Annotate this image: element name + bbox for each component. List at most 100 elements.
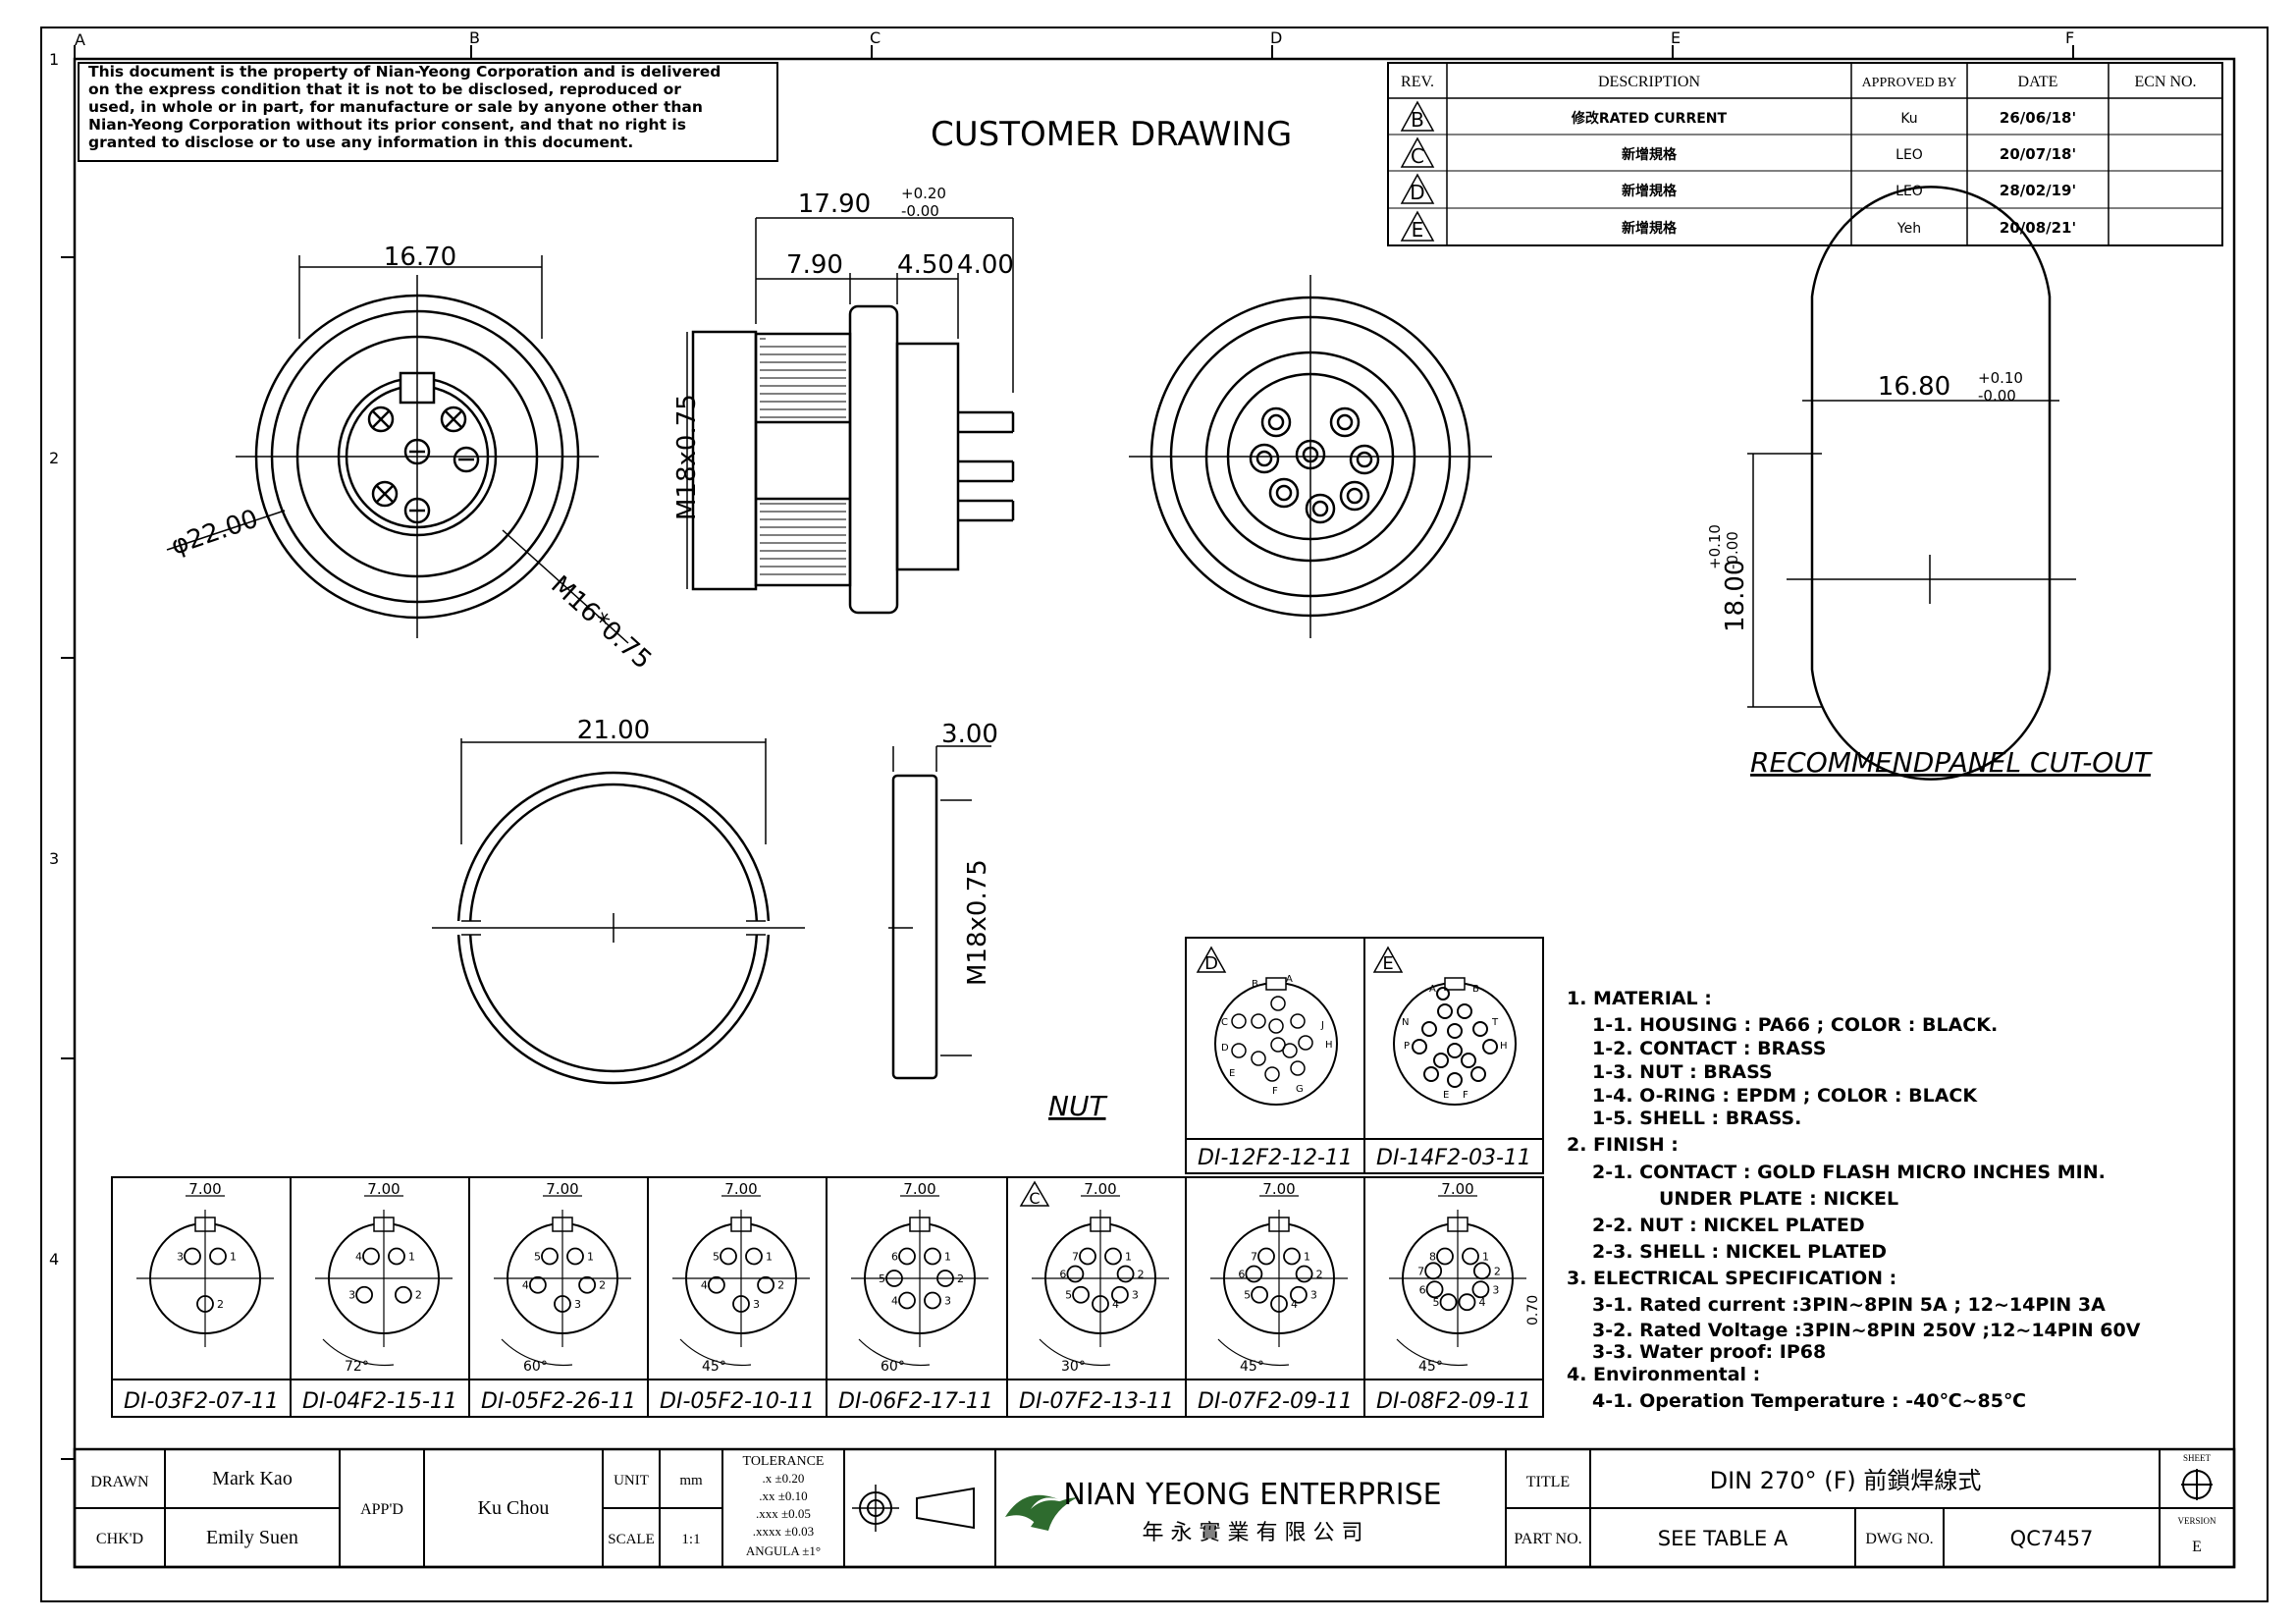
approved-by: Ku Chou <box>478 1497 550 1519</box>
note-line: 3. ELECTRICAL SPECIFICATION : <box>1567 1268 1896 1289</box>
rev-header-description: DESCRIPTION <box>1598 74 1700 90</box>
pin <box>1116 1265 1135 1283</box>
pin <box>528 1275 547 1294</box>
pinout-part-number: DI-07F2-09-11 <box>1198 1389 1353 1414</box>
rev-date: 20/07/18' <box>2000 145 2076 163</box>
pin <box>1439 1293 1458 1312</box>
pinout-12pin: D C B J H D E F G A DI-12F2-12-11 <box>1196 946 1353 1170</box>
pin-number: 6 <box>1238 1268 1245 1280</box>
pinout-angle: 72° <box>345 1359 369 1375</box>
angle-arc <box>1396 1338 1468 1367</box>
tolerance-title: TOLERANCE <box>743 1454 825 1469</box>
rev-description: 新增規格 <box>1622 183 1678 199</box>
upper-pinout-table <box>1185 937 1544 1174</box>
pin <box>1066 1265 1085 1283</box>
rev-row-d: D 新增規格 LEO 28/02/19' <box>1400 173 2076 204</box>
dim-tail-length: 4.00 <box>957 250 1014 280</box>
dim-front-width: 16.70 <box>384 243 456 272</box>
pin-number: 5 <box>1065 1289 1072 1302</box>
title-label: TITLE <box>1526 1474 1570 1490</box>
projection-symbol <box>852 1485 975 1532</box>
pinout-extra-dim: 0.70 <box>1525 1295 1541 1325</box>
pin <box>1079 1247 1096 1266</box>
pin-number: 2 <box>777 1279 784 1292</box>
zone-markers <box>61 45 2074 1460</box>
pin-number: 3 <box>574 1298 581 1311</box>
company-name-cn: 年 永 實 業 有 限 公 司 <box>1143 1521 1363 1545</box>
pin-number: 5 <box>1244 1289 1251 1302</box>
pin <box>1471 1280 1490 1299</box>
rev-row-c: C 新增規格 LEO 20/07/18' <box>1400 136 2076 168</box>
drawing-title-value: DIN 270° (F) 前鎖焊線式 <box>1710 1467 1982 1494</box>
side-view <box>686 217 1015 615</box>
pin-number: 8 <box>1429 1250 1436 1263</box>
pin-number: 1 <box>944 1250 951 1263</box>
pin-letter-g: G <box>1296 1084 1304 1095</box>
pin-number: 6 <box>1059 1268 1066 1280</box>
panel-cutout <box>1747 186 2076 781</box>
pin-letter-h: H <box>1325 1040 1333 1051</box>
zone-letter-b: B <box>469 28 480 47</box>
pinout-cells: 7.00123DI-03F2-07-117.00123472°DI-04F2-1… <box>124 1180 1541 1414</box>
rev-approver: Yeh <box>1896 221 1921 237</box>
notice-line-4: Nian-Yeong Corporation without its prior… <box>88 116 686 134</box>
tolerance-line: .x ±0.20 <box>763 1471 805 1486</box>
tolerance-line: .xx ±0.10 <box>759 1488 807 1503</box>
pinout-dim: 7.00 <box>188 1180 221 1198</box>
pin-letter-t: T <box>1491 1017 1499 1028</box>
rev-letter: D <box>1410 181 1424 204</box>
pin-number: 4 <box>1478 1296 1485 1309</box>
front-view <box>166 255 629 644</box>
angle-arc <box>501 1338 573 1367</box>
pin <box>898 1291 916 1310</box>
pin-number: 4 <box>1291 1298 1298 1311</box>
note-line: 1-3. NUT : BRASS <box>1592 1061 1773 1083</box>
angle-arc <box>679 1338 752 1367</box>
pin <box>1436 1247 1454 1266</box>
dim-cutout-width-tol-plus: +0.10 <box>1978 369 2023 387</box>
notice-line-3: used, in whole or in part, for manufactu… <box>88 98 703 116</box>
pin-number: 4 <box>1112 1298 1119 1311</box>
part-no-value: SEE TABLE A <box>1658 1527 1789 1550</box>
pinout-angle: 60° <box>881 1359 905 1375</box>
pin <box>757 1275 775 1294</box>
pin-letter-h: H <box>1500 1041 1508 1052</box>
zone-number-3: 3 <box>49 849 59 868</box>
note-line: 2-3. SHELL : NICKEL PLATED <box>1592 1241 1887 1263</box>
zone-letter-c: C <box>870 28 881 47</box>
pin-number: 1 <box>766 1250 773 1263</box>
pin <box>388 1247 405 1266</box>
unit-value: mm <box>679 1473 703 1488</box>
rev-letter: D <box>1204 953 1218 974</box>
note-line: 4. Environmental : <box>1567 1364 1760 1385</box>
pin <box>184 1247 201 1266</box>
note-line: 1-2. CONTACT : BRASS <box>1592 1038 1826 1059</box>
drawn-by: Mark Kao <box>212 1468 293 1489</box>
tolerance-line: .xxx ±0.05 <box>756 1506 811 1521</box>
scale-value: 1:1 <box>681 1532 700 1547</box>
rev-header-rev: REV. <box>1401 74 1434 90</box>
pin <box>1283 1247 1301 1266</box>
pin-number: 3 <box>944 1295 951 1308</box>
pinout-dim: 7.00 <box>724 1180 757 1198</box>
pin <box>924 1247 941 1266</box>
pin <box>541 1247 559 1266</box>
pinout-part-12: DI-12F2-12-11 <box>1198 1146 1353 1170</box>
dim-overall-tol-plus: +0.20 <box>901 185 946 202</box>
pin-letter-n: N <box>1402 1017 1409 1028</box>
pin-number: 2 <box>1494 1265 1501 1277</box>
rev-letter: E <box>1412 218 1424 242</box>
note-line: 1-5. SHELL : BRASS. <box>1592 1108 1801 1129</box>
pinout-angle: 30° <box>1061 1359 1086 1375</box>
angle-arc <box>858 1338 931 1367</box>
rev-header-approved: APPROVED BY <box>1862 76 1957 90</box>
pin-number: 5 <box>713 1250 720 1263</box>
pin-number: 3 <box>753 1298 760 1311</box>
dim-outer-diameter: φ22.00 <box>168 504 262 561</box>
pin-letter-c: C <box>1221 1017 1228 1028</box>
pin <box>196 1295 214 1313</box>
dim-cutout-width-tol-minus: -0.00 <box>1978 387 2016 405</box>
dim-cutout-height-tol-minus: -0.00 <box>1724 531 1741 569</box>
